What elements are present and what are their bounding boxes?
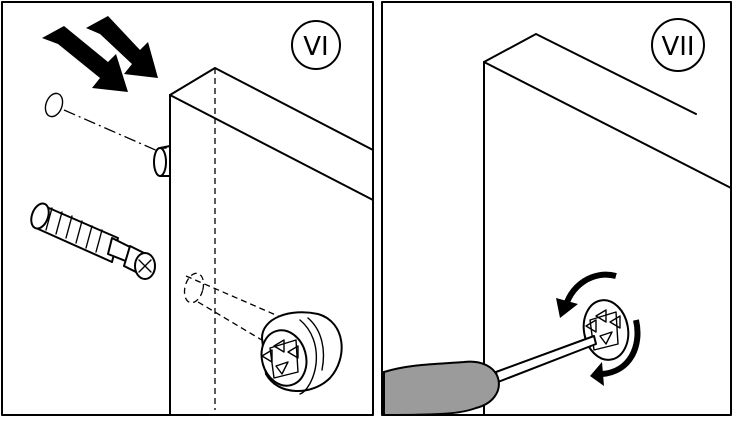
screwdriver-handle <box>384 362 499 415</box>
step-label-vii: VII <box>652 19 704 71</box>
step-label-text: VI <box>303 32 328 62</box>
step-7-illustration: VII <box>380 0 733 421</box>
dowel <box>154 146 170 176</box>
step-7-panel: VII <box>380 0 733 421</box>
step-6-illustration: VI <box>0 0 375 421</box>
step-6-panel: VI <box>0 0 375 421</box>
step-label-text: VII <box>661 32 694 62</box>
step-label-vi: VI <box>292 21 340 69</box>
